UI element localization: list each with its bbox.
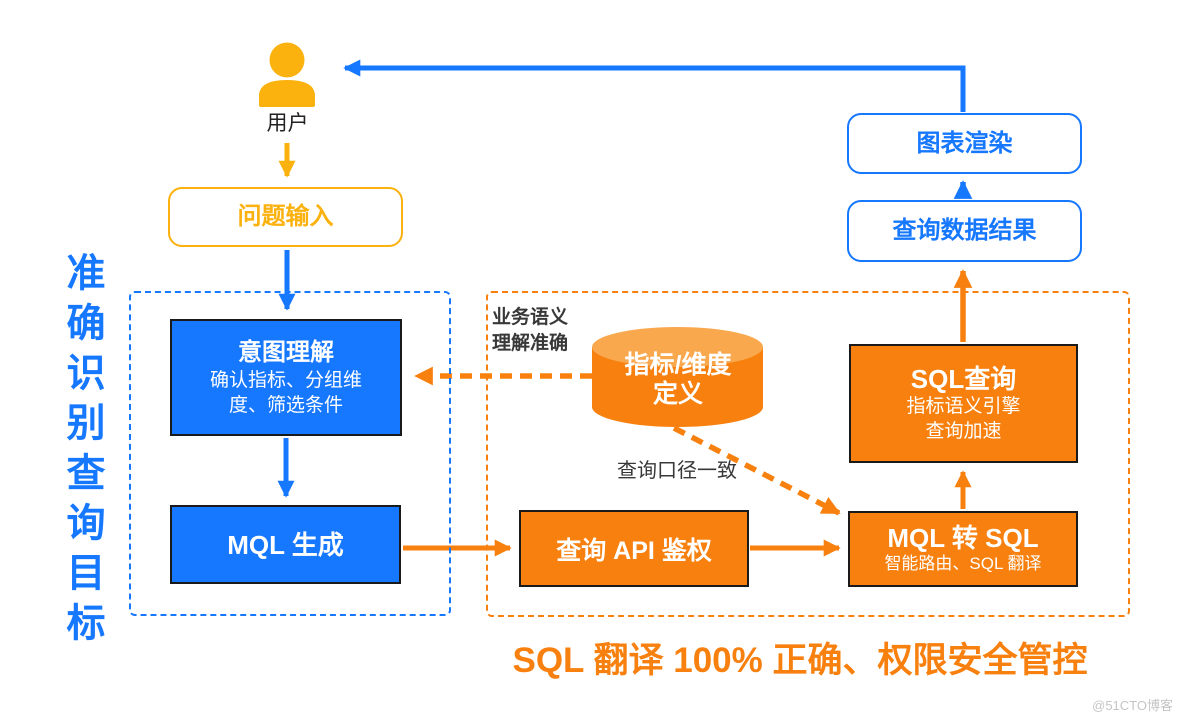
mql-to-sql-node: MQL 转 SQL 智能路由、SQL 翻译 [848, 511, 1078, 587]
chart-render-node: 图表渲染 [847, 113, 1082, 174]
mql-generation-node: MQL 生成 [170, 505, 401, 584]
watermark: @51CTO博客 [1092, 698, 1173, 713]
accurate-recognition-container [129, 291, 451, 616]
sql-query-subtitle-line2: 查询加速 [925, 420, 1002, 442]
user-icon [259, 42, 315, 107]
arrow-db-to-mql2sql-dashed [672, 425, 841, 516]
mql-generation-label: MQL 生成 [227, 529, 344, 560]
database-cylinder-icon [592, 327, 763, 427]
sql-translation-container [486, 291, 1130, 617]
intent-title: 意图理解 [238, 338, 334, 366]
chart-render-label: 图表渲染 [916, 129, 1013, 157]
question-input-label: 问题输入 [237, 203, 334, 230]
sql-query-subtitle-line1: 指标语义引擎 [906, 395, 1021, 417]
bottom-slogan: SQL 翻译 100% 正确、权限安全管控 [512, 641, 1088, 680]
arrow-chart-to-user [343, 59, 966, 112]
query-result-label: 查询数据结果 [892, 217, 1037, 244]
question-input-node: 问题输入 [168, 187, 403, 247]
left-goal-label: 准确识别查询目标 [61, 252, 104, 652]
query-api-auth-label: 查询 API 鉴权 [556, 536, 712, 565]
semantic-note-line1: 业务语义 [492, 307, 569, 328]
user-label: 用户 [266, 112, 309, 135]
intent-subtitle-line1: 确认指标、分组维 [209, 369, 362, 391]
mql-to-sql-title: MQL 转 SQL [887, 523, 1039, 553]
sql-query-title: SQL查询 [910, 363, 1017, 394]
intent-understanding-node: 意图理解 确认指标、分组维 度、筛选条件 [170, 319, 402, 436]
query-api-auth-node: 查询 API 鉴权 [519, 510, 749, 587]
metric-dimension-db-line1: 指标/维度 [624, 351, 732, 379]
query-result-node: 查询数据结果 [847, 200, 1082, 262]
intent-subtitle-line2: 度、筛选条件 [228, 394, 343, 416]
sql-query-node: SQL查询 指标语义引擎 查询加速 [849, 344, 1078, 463]
query-caliber-note: 查询口径一致 [617, 460, 737, 482]
semantic-accuracy-note: 业务语义 理解准确 [492, 305, 568, 357]
semantic-note-line2: 理解准确 [492, 333, 569, 354]
metric-dimension-db-label: 指标/维度 定义 [598, 351, 758, 409]
mql-to-sql-subtitle: 智能路由、SQL 翻译 [884, 554, 1042, 573]
metric-dimension-db-line2: 定义 [652, 380, 703, 408]
